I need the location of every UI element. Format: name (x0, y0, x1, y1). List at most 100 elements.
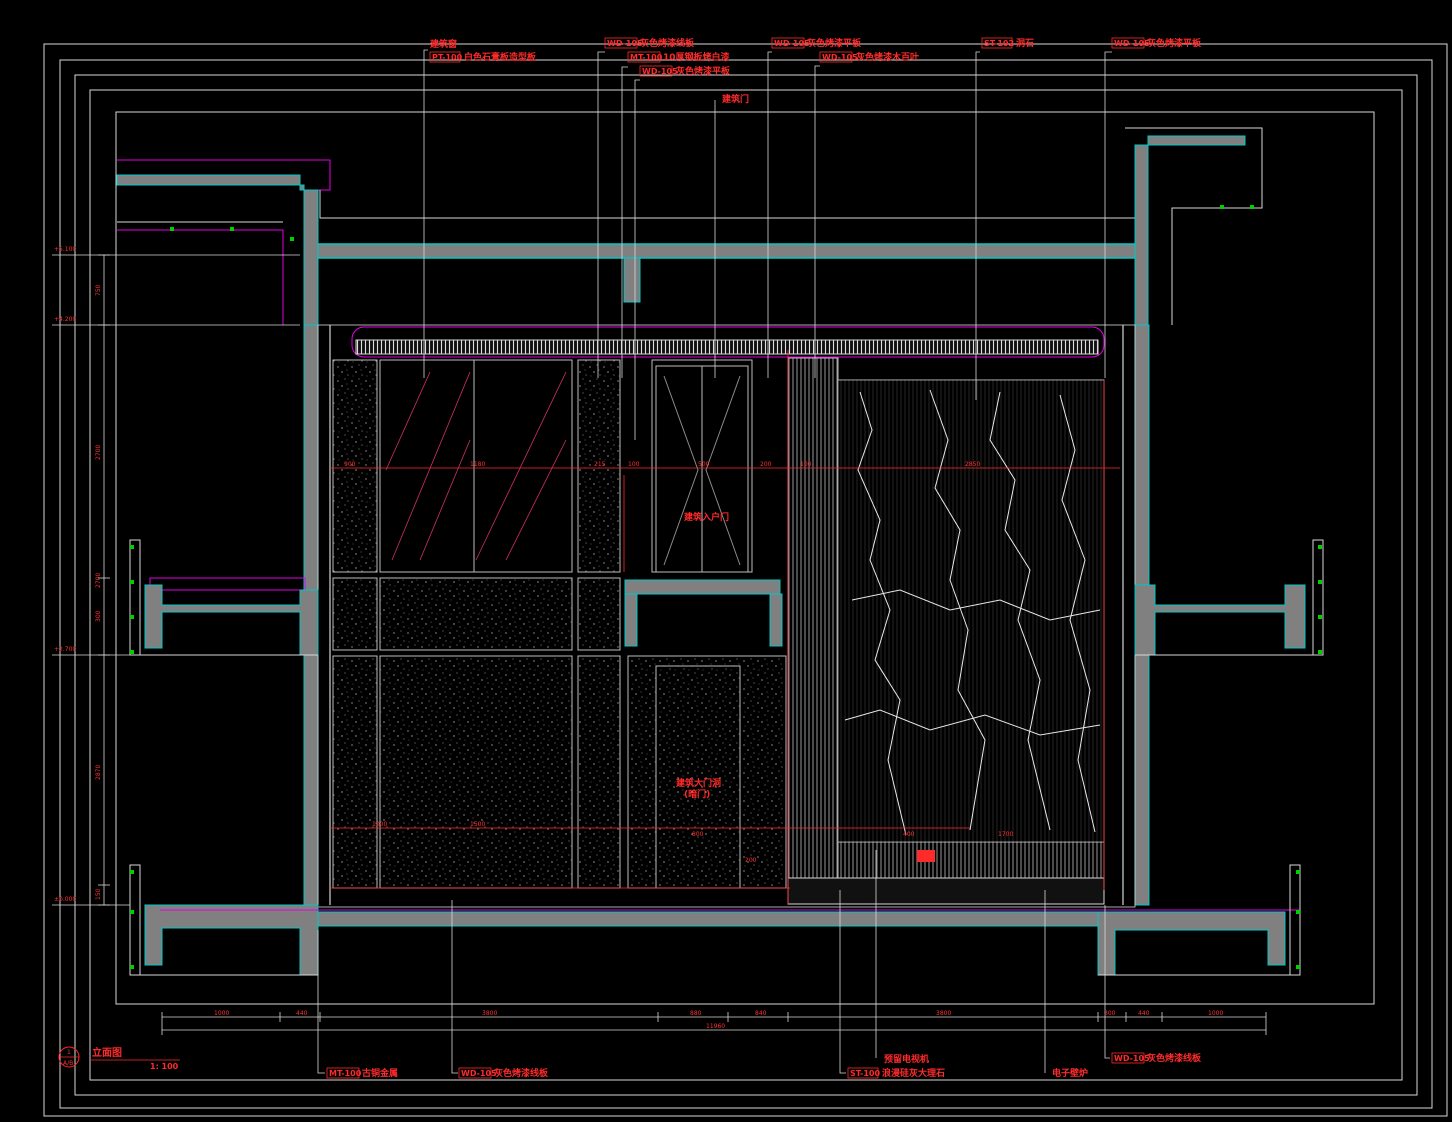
bottom-dims: 1000 440 3800 880 840 3800 300 440 1000 … (214, 1010, 1223, 1030)
bottom-dim-7: 300 (1104, 1010, 1116, 1017)
left-dim-1: 750 (95, 284, 102, 296)
bottom-dimension-chain (161, 1012, 1267, 1035)
label-wd105-b: 灰色烤漆平板 (676, 65, 731, 77)
guide-lines (330, 350, 1120, 904)
inner-dim-top-7: 100 (800, 461, 812, 468)
bottom-dim-9: 1000 (1208, 1010, 1223, 1017)
ceiling-structure (116, 127, 1263, 326)
left-dim-2: 2700 (95, 445, 102, 460)
label-wd105-bottom-b: 灰色烤漆线板 (1147, 1052, 1202, 1064)
code-st100: ST-100 (850, 1069, 880, 1078)
label-tv-reserved: 预留电视机 (884, 1053, 929, 1065)
total-dim: 11960 (706, 1023, 725, 1030)
inner-labels: 建筑入户门 建筑大门洞 (暗门) (676, 511, 729, 800)
label-jianzhumen: 建筑门 (722, 93, 749, 105)
label-wd105-d: 灰色烤漆木百叶 (856, 51, 919, 63)
code-box-mt100-bottom (326, 1067, 360, 1079)
inner-dim-bottom-4: 200 (745, 857, 757, 864)
bottom-dim-5: 840 (755, 1010, 767, 1017)
right-wall-panels (787, 357, 1105, 905)
inner-dim-bottom-3: 800 (692, 831, 704, 838)
label-wd105-e: 灰色烤漆平板 (1147, 37, 1202, 49)
inner-dim-bottom-1: 1000 (372, 821, 387, 828)
bottom-dim-6: 3800 (936, 1010, 951, 1017)
label-wd105-a: 灰色烤漆线板 (640, 37, 695, 49)
label-wd105-c: 灰色烤漆平板 (807, 37, 862, 49)
code-wd105-d: WD-105 (822, 53, 858, 62)
code-pt100: PT-100 (432, 53, 463, 62)
left-dims: 750 2700 2700 300 2870 150 (95, 284, 102, 900)
bottom-dim-8: 440 (1138, 1010, 1150, 1017)
bottom-dim-1: 1000 (214, 1010, 229, 1017)
inner-dim-top-1: 900 (344, 461, 356, 468)
code-box-wd105-b (639, 65, 673, 77)
bottom-dim-4: 880 (690, 1010, 702, 1017)
code-wd105-a: WD-105 (607, 39, 643, 48)
code-box-st100 (847, 1067, 879, 1079)
level-mark-1: +5.100 (54, 246, 76, 253)
code-st102: ST-102 (984, 39, 1014, 48)
code-box-wd105-bottom-a (458, 1067, 492, 1079)
code-box-wd105-d (819, 51, 853, 63)
index-mark: 1 (67, 1049, 71, 1056)
drawing-title-block: 1 A/B 立面图 1: 100 (58, 1046, 180, 1071)
label-mt100-top: 10厚钢板烤白漆 (663, 51, 730, 63)
code-wd105-bottom-b: WD-105 (1114, 1054, 1150, 1063)
label-electric-fireplace: 电子壁炉 (1052, 1067, 1088, 1079)
code-box-wd105-c (771, 37, 805, 49)
left-dim-6: 150 (95, 888, 102, 900)
label-lower-door: 建筑大门洞 (676, 777, 721, 789)
label-upper-door: 建筑入户门 (684, 511, 729, 523)
left-wall-panels (332, 359, 787, 889)
drawing-scale: 1: 100 (150, 1062, 179, 1071)
inner-dim-top-2: 1180 (470, 461, 485, 468)
code-box-wd105-bottom-b (1111, 1052, 1145, 1064)
inner-dim-top-8: 2850 (965, 461, 980, 468)
inner-dim-top-3: 215 (594, 461, 606, 468)
label-mt100-bottom: 古铜金属 (362, 1067, 398, 1079)
bottom-dim-3: 3800 (482, 1010, 497, 1017)
inner-dim-top-5: 500 (698, 461, 710, 468)
code-wd105-bottom-a: WD-105 (461, 1069, 497, 1078)
inner-dim-bottom-6: 1700 (998, 831, 1013, 838)
level-mark-2: +4.200 (54, 316, 76, 323)
label-st100: 浪漫硅灰大理石 (882, 1067, 945, 1079)
index-sub: A/B (63, 1060, 73, 1067)
code-wd105-b: WD-105 (642, 67, 678, 76)
inner-dims: 900 1180 215 100 500 200 100 2850 1000 1… (344, 461, 1013, 864)
drawing-title: 立面图 (92, 1046, 122, 1059)
inner-dim-top-6: 200 (760, 461, 772, 468)
right-side-sections (1097, 539, 1324, 976)
drawing-frames (43, 43, 1448, 1117)
level-mark-3: +2.700 (54, 646, 76, 653)
code-box-wd105-a (604, 37, 638, 49)
label-st102: 洞石 (1016, 37, 1034, 49)
code-box-mt100-top (627, 51, 661, 63)
label-lower-door-sub: (暗门) (684, 788, 710, 800)
leader-lines (317, 49, 1112, 1074)
left-side-sections (129, 539, 1300, 976)
level-mark-4: ±0.000 (54, 896, 76, 903)
inner-dim-top-4: 100 (628, 461, 640, 468)
code-box-pt100 (429, 51, 461, 63)
left-dim-4: 300 (95, 610, 102, 622)
label-pt100: 白色石膏板造型板 (464, 51, 537, 63)
code-mt100-top: MT-100 (630, 53, 663, 62)
left-dim-5: 2870 (95, 765, 102, 780)
top-labels: 建筑窗 PT-100 白色石膏板造型板 WD-105 灰色烤漆线板 MT-100… (429, 37, 1202, 105)
label-wd105-bottom-a: 灰色烤漆线板 (494, 1067, 549, 1079)
code-box-wd105-e (1111, 37, 1145, 49)
green-markers (130, 205, 1322, 969)
inner-dim-bottom-5: 400 (903, 831, 915, 838)
code-box-st102 (981, 37, 1013, 49)
bottom-dim-2: 440 (296, 1010, 308, 1017)
left-dimension-chain (52, 254, 300, 906)
stone-veining (844, 389, 1101, 836)
code-wd105-e: WD-105 (1114, 39, 1150, 48)
code-wd105-c: WD-105 (774, 39, 810, 48)
bottom-labels: MT-100 古铜金属 WD-105 灰色烤漆线板 预留电视机 ST-100 浪… (326, 1052, 1202, 1079)
inner-dim-bottom-2: 1500 (470, 821, 485, 828)
label-jianzhuchuang: 建筑窗 (430, 38, 457, 50)
level-marks: +5.100 +4.200 +2.700 ±0.000 (54, 246, 76, 903)
